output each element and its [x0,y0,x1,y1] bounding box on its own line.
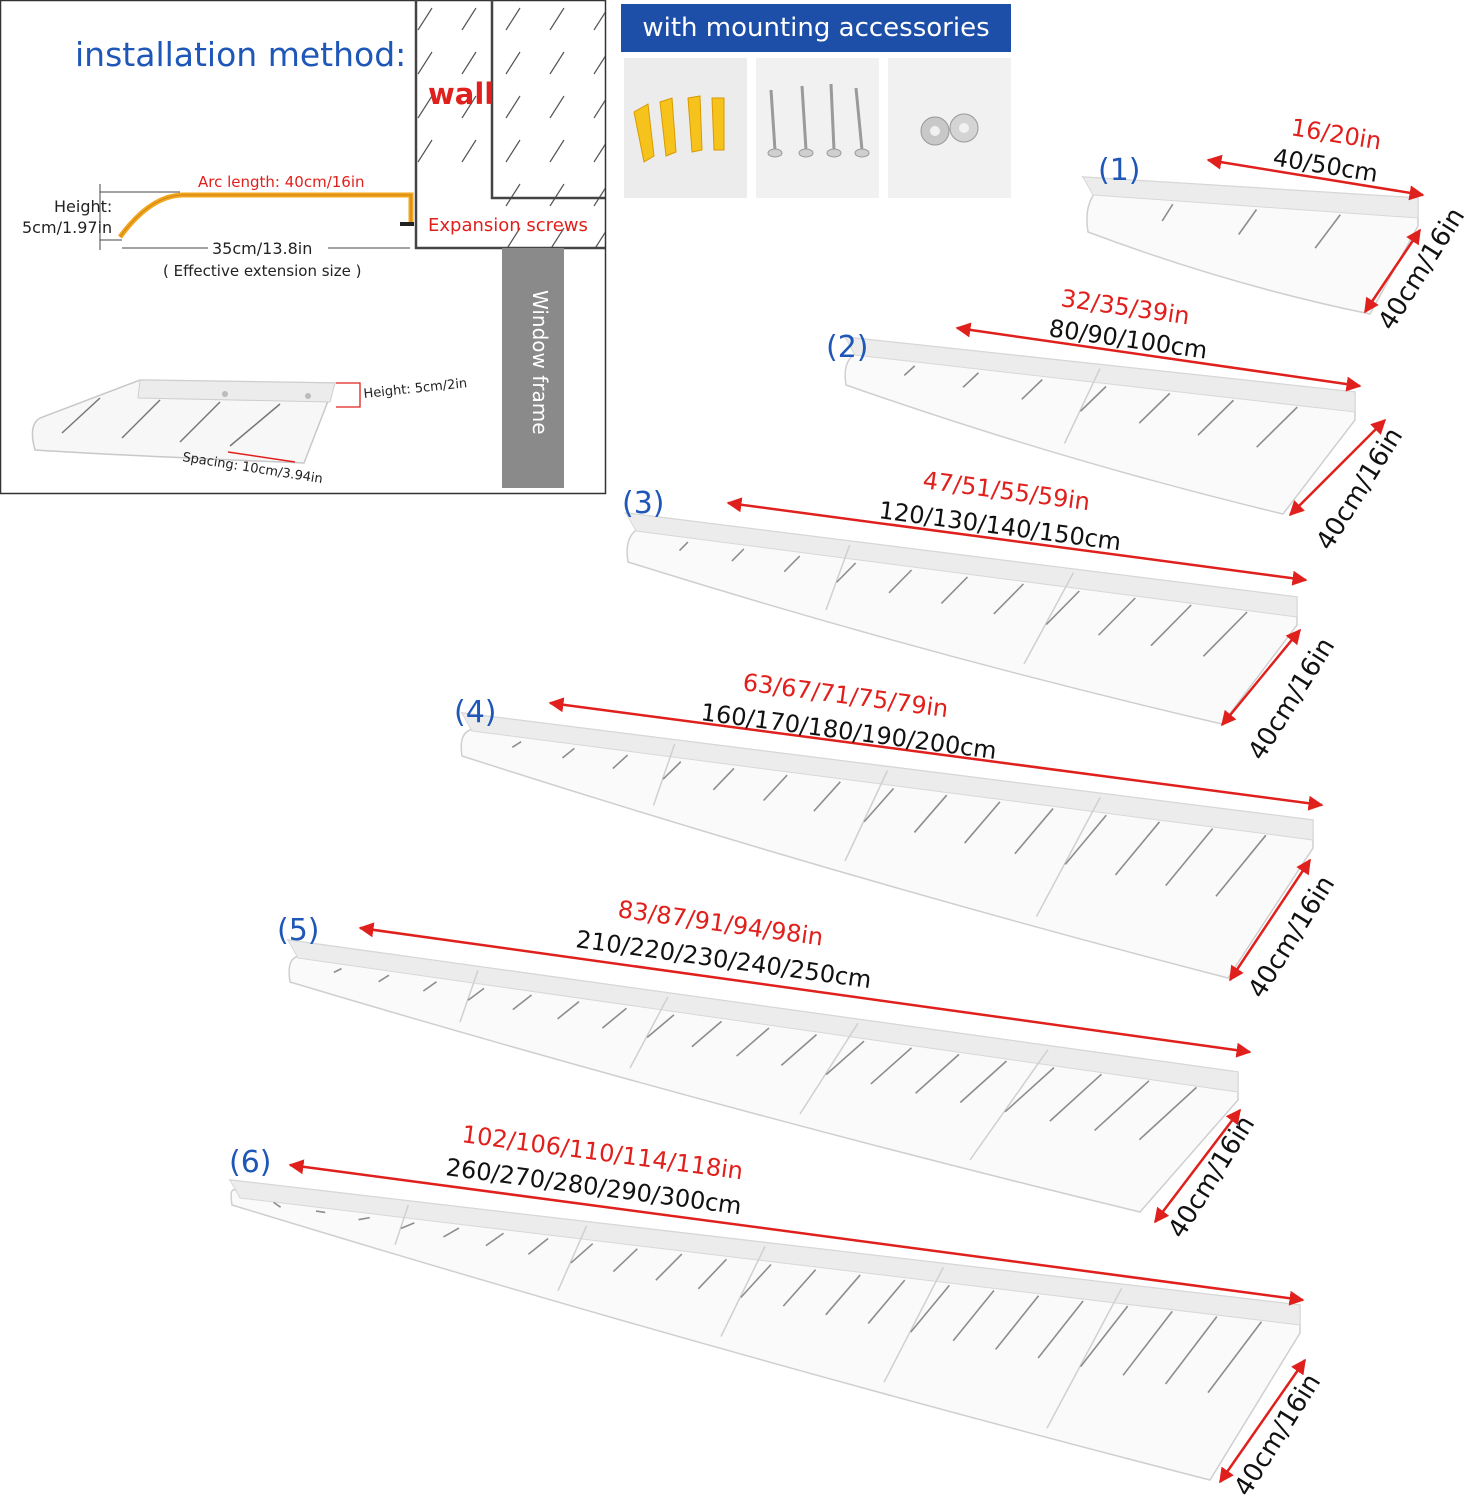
support-rib [1114,821,1161,876]
width-arrow [358,922,1252,1058]
plastic-anchor-icon [633,95,725,163]
accessories-banner [621,4,1011,52]
awning-body [286,939,1239,1213]
height-label-line1: Height: [54,197,112,216]
washer-icon [920,113,979,146]
width-arrow [955,322,1362,392]
support-rib [903,365,916,376]
support-rib [1150,604,1192,647]
extension-note: ( Effective extension size ) [163,262,361,280]
window-frame [502,248,564,488]
support-rib [1004,1067,1055,1113]
support-rib [1079,1305,1129,1368]
width-arrow [726,497,1308,586]
support-rib [1238,209,1258,235]
height-label-line2: 5cm/1.97in [22,218,112,237]
extension-label: 35cm/13.8in [212,239,312,258]
support-rib [915,1053,960,1094]
support-rib [993,583,1024,615]
size-variant-4: (4)63/67/71/75/79in160/170/180/190/200cm… [454,668,1341,1004]
accessories-title: with mounting accessories [642,13,989,43]
awning-body [624,512,1298,725]
width-arrow [288,1159,1305,1306]
awning-body [228,1179,1301,1481]
size-variants: (1)16/20in40/50cm40cm/16in(2)32/35/39in8… [228,113,1466,1500]
screw-set-icon [767,83,870,158]
wall-inner-outline [490,0,605,200]
wall-label: wall [428,77,494,111]
variant-index: (1) [1098,153,1141,188]
accessories-panel: with mounting accessories [621,4,1011,198]
size-variant-6: (6)102/106/110/114/118in260/270/280/290/… [228,1120,1327,1500]
support-rib [1161,203,1174,222]
expansion-screws-label: Expansion screws [428,215,588,236]
depth-arrow [1363,228,1422,314]
variant-index: (3) [622,486,665,521]
support-rib [1138,392,1171,424]
support-rib [273,1201,282,1208]
support-rib [1037,1300,1084,1359]
support-rib [1207,1321,1263,1394]
support-rib [1256,406,1298,448]
support-rib [511,741,522,748]
support-rib [1049,1073,1103,1122]
support-rib [1098,597,1136,636]
support-rib [333,967,342,974]
awning-profile-edge [119,194,412,238]
installation-panel: Window frame installation method: wall A… [0,0,607,495]
spacing-dim [227,451,296,463]
support-rib [959,1060,1008,1104]
variant-index: (5) [277,913,320,948]
support-rib [1094,1080,1150,1132]
panel-seam [1023,572,1074,665]
small-height-dim [336,382,361,408]
wall-hatch [416,0,605,248]
panel-seam [1035,796,1101,917]
panel-seam [969,1049,1049,1161]
width-arrow [548,697,1324,811]
window-frame-label: Window frame [528,290,552,435]
variant-index: (2) [826,330,869,365]
support-rib [1122,1310,1173,1376]
support-rib [1197,399,1235,436]
variant-index: (6) [229,1145,272,1180]
width-arrow [1206,154,1425,201]
support-rib [1014,808,1054,855]
depth-arrow [1218,1358,1307,1484]
support-rib [1314,214,1341,249]
support-rib [1164,1316,1218,1385]
small-awning [31,379,361,464]
variant-index: (4) [454,695,497,730]
screw-icon [400,222,414,226]
support-rib [678,541,689,552]
support-rib [1064,814,1107,865]
installation-title: installation method: [75,35,406,74]
arc-length-label: Arc length: 40cm/16in [198,173,365,191]
support-rib [1045,590,1080,626]
support-rib [1165,828,1214,887]
panel-seam [1046,1287,1123,1429]
